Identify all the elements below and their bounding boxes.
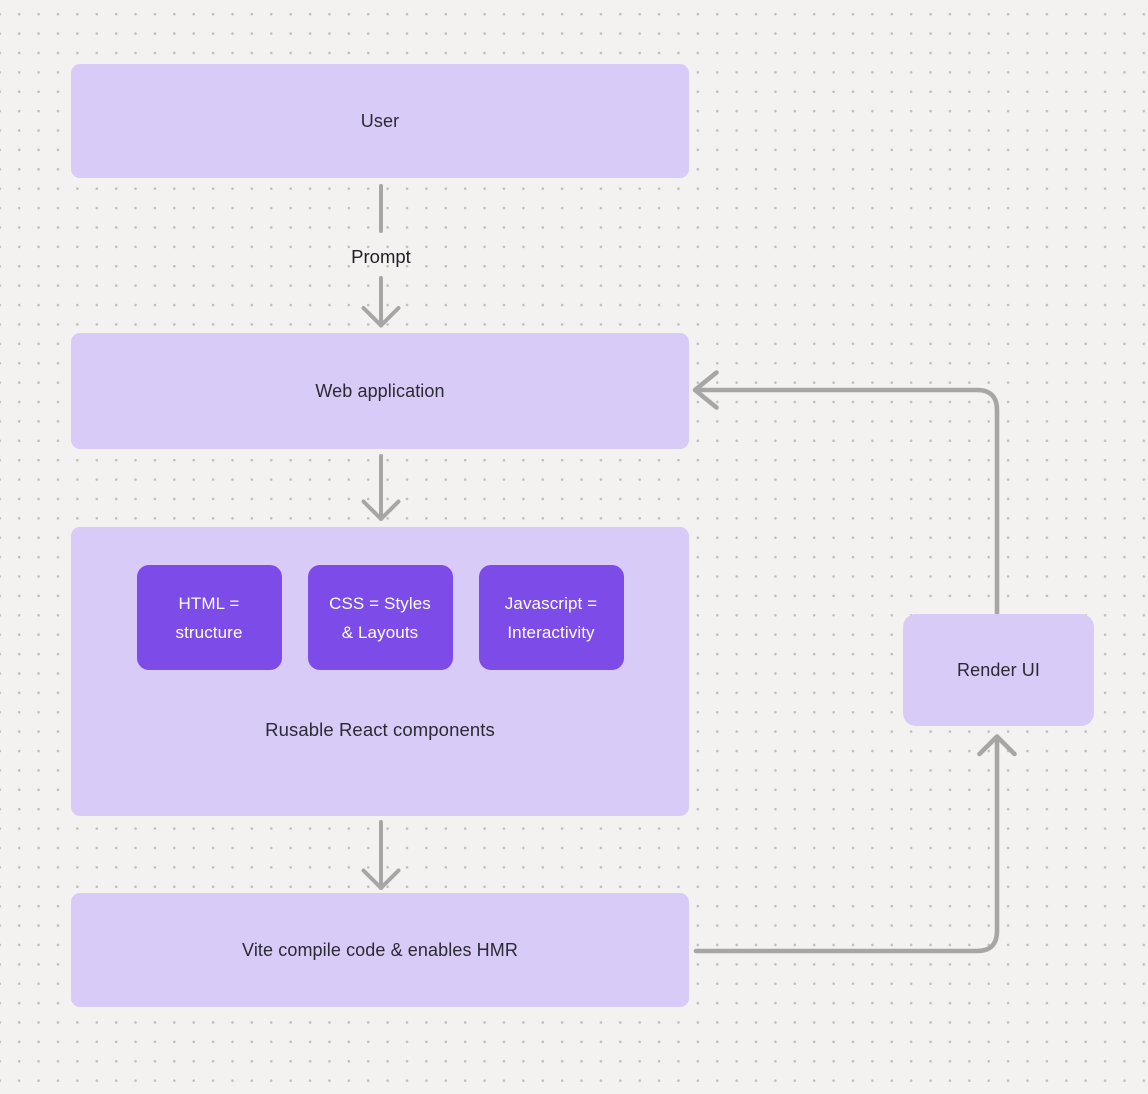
chip-css[interactable]: CSS = Styles & Layouts	[307, 565, 453, 670]
node-vite-label: Vite compile code & enables HMR	[242, 939, 518, 960]
arrow-render-ui-to-web-application	[692, 370, 1000, 616]
chip-css-line1: CSS = Styles	[329, 593, 431, 613]
node-render-ui-label: Render UI	[957, 659, 1040, 680]
node-user-label: User	[360, 110, 400, 131]
chip-html-line1: HTML =	[178, 593, 240, 613]
edge-label-prompt: Prompt	[351, 246, 411, 267]
chip-javascript[interactable]: Javascript = Interactivity	[478, 565, 624, 670]
chip-javascript-line1: Javascript =	[504, 593, 598, 613]
chip-html-line2: structure	[175, 622, 243, 642]
arrow-components-to-vite	[361, 820, 401, 890]
node-web-application[interactable]: Web application	[71, 333, 689, 449]
node-components-group[interactable]: HTML = structure CSS = Styles & Layouts …	[71, 527, 689, 816]
node-vite[interactable]: Vite compile code & enables HMR	[71, 893, 689, 1007]
chip-css-line2: & Layouts	[341, 622, 419, 642]
arrowhead-down-icon	[361, 306, 401, 328]
node-user[interactable]: User	[71, 64, 689, 178]
arrowhead-down-icon	[361, 868, 401, 890]
arrow-user-to-web-application	[361, 184, 401, 328]
arrowhead-down-icon	[361, 499, 401, 521]
arrow-web-application-to-components	[361, 454, 401, 521]
chip-html[interactable]: HTML = structure	[136, 565, 282, 670]
arrow-vite-to-render-ui	[693, 734, 1017, 954]
arrowhead-up-icon	[977, 734, 1017, 757]
node-render-ui[interactable]: Render UI	[903, 614, 1094, 726]
chip-row: HTML = structure CSS = Styles & Layouts …	[71, 565, 689, 670]
node-web-application-label: Web application	[315, 380, 445, 401]
arrowhead-left-icon	[692, 370, 719, 410]
chip-javascript-line2: Interactivity	[507, 622, 595, 642]
components-group-caption: Rusable React components	[265, 719, 495, 740]
